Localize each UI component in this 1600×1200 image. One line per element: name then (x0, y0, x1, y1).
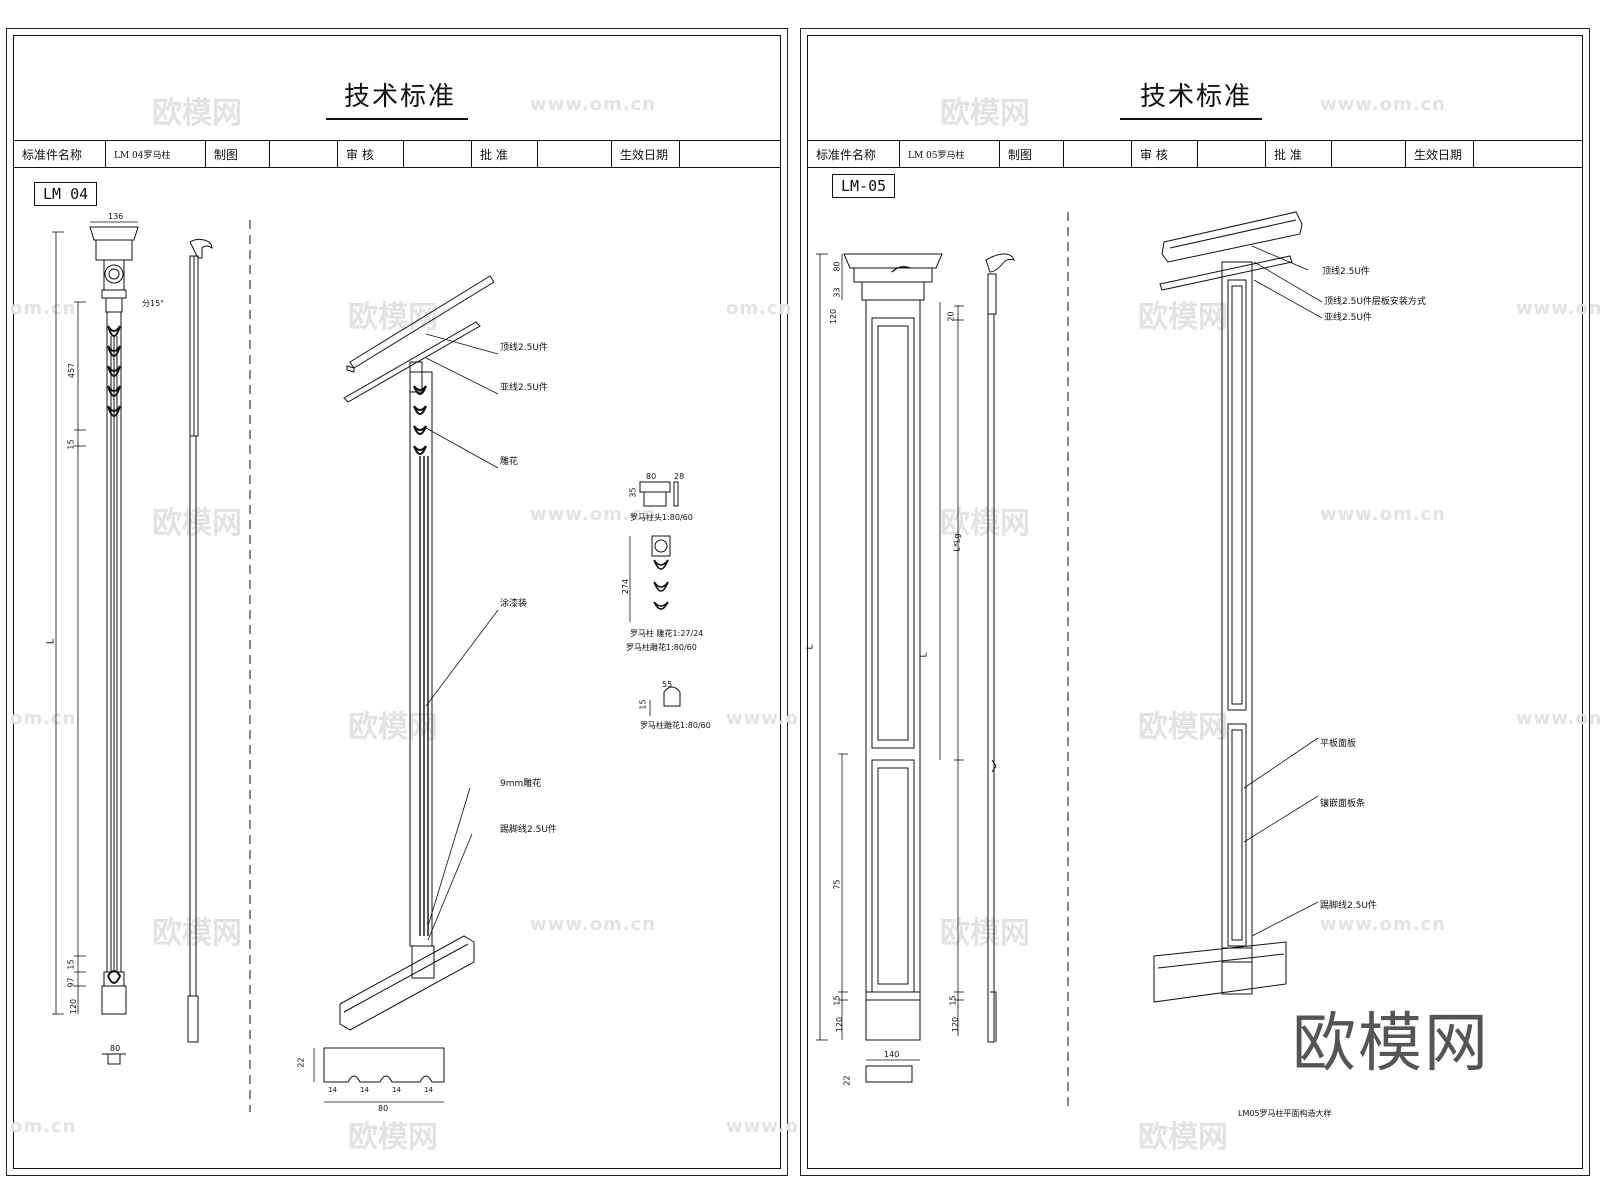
dim-label: 14 (328, 1086, 337, 1094)
sheet-title: 技术标准 (344, 82, 457, 112)
header-cell-review-value (1198, 141, 1266, 167)
dim-label: 80 (646, 472, 657, 481)
callout-label: 顶线2.5U件 (1322, 267, 1370, 277)
sheet-title: 技术标准 (1140, 82, 1253, 112)
drawing-sheet-lm05: 技术标准 标准件名称 LM 05罗马柱 制图 审 核 批 准 生效日期 LM-0… (800, 28, 1600, 1176)
header-cell-review-label: 审 核 (1132, 141, 1198, 167)
dim-label: 55 (662, 680, 673, 689)
dim-label: 15 (638, 699, 648, 710)
header-cell-name-value: LM 04罗马柱 (106, 141, 206, 167)
dim-label: 15 (66, 959, 76, 970)
header-cell-draw-value (270, 141, 338, 167)
dim-label: 分15° (142, 299, 165, 308)
column-side-profile (985, 253, 1015, 1043)
detail-drawings (629, 481, 681, 716)
brand-logo-watermark: 欧模网 (1292, 1007, 1490, 1081)
dimension-lines (816, 253, 920, 1061)
bottom-profile-detail (313, 1047, 445, 1103)
dim-label: 457 (67, 362, 77, 379)
dim-label: 120 (835, 1016, 845, 1033)
dim-label: 140 (884, 1050, 900, 1059)
column-front-elevation (843, 253, 943, 1083)
title-block-row: 标准件名称 LM 05罗马柱 制图 审 核 批 准 生效日期 (808, 140, 1582, 168)
dim-label: 14 (360, 1086, 369, 1094)
dim-label: 28 (674, 472, 685, 481)
column-side-profile (187, 238, 213, 1043)
header-cell-effective-label: 生效日期 (612, 141, 680, 167)
dim-label: 75 (832, 879, 842, 890)
header-cell-review-label: 审 核 (338, 141, 404, 167)
dim-label: 120 (829, 308, 839, 325)
detail-caption: 罗马柱雕花1:80/60 (626, 643, 697, 652)
header-cell-effective-label: 生效日期 (1406, 141, 1474, 167)
detail-caption: 罗马柱雕花1:80/60 (640, 721, 711, 730)
callout-label: 顶线2.5U件层板安装方式 (1324, 297, 1426, 307)
callout-leaders (1243, 245, 1323, 937)
header-cell-approve-label: 批 准 (1266, 141, 1332, 167)
header-cell-draw-label: 制图 (1000, 141, 1064, 167)
callout-label: 亚线2.5U件 (1324, 313, 1372, 323)
dim-label: L*Lg (952, 533, 962, 552)
dim-label: L (45, 638, 57, 645)
lm04-drawing (52, 220, 681, 1112)
dim-label: L (919, 652, 930, 658)
isometric-column (339, 275, 495, 1031)
footer-note: LM05罗马柱平面构造大样 (1238, 1109, 1332, 1118)
dim-label: 35 (628, 487, 638, 498)
dim-label: 80 (832, 261, 842, 272)
header-cell-review-value (404, 141, 472, 167)
callout-label: 平板面板 (1320, 739, 1357, 749)
callout-label: 亚线2.5U件 (500, 383, 548, 393)
dim-label: 274 (621, 578, 631, 595)
dim-label: 15 (948, 995, 958, 1006)
dim-label: 80 (110, 1044, 121, 1053)
header-cell-draw-value (1064, 141, 1132, 167)
callout-label: 雕花 (500, 457, 519, 467)
title-underline (326, 118, 468, 120)
dim-label: 15 (66, 439, 76, 450)
drawing-sheet-lm04: 技术标准 标准件名称 LM 04罗马柱 制图 审 核 批 准 生效日期 LM 0… (6, 28, 851, 1176)
dim-label: 14 (392, 1086, 401, 1094)
dim-label: L (805, 644, 816, 650)
callout-leaders (425, 333, 499, 941)
header-cell-approve-value (538, 141, 612, 167)
title-underline (1120, 118, 1262, 120)
callout-label: 踢脚线2.5U件 (1320, 901, 1377, 911)
header-cell-name-label: 标准件名称 (808, 141, 900, 167)
header-cell-name-value: LM 05罗马柱 (900, 141, 1000, 167)
dim-label: 15 (832, 995, 842, 1006)
detail-caption: 罗马柱 雕花1:27/24 (630, 629, 704, 638)
callout-label: 镶嵌面板条 (1320, 799, 1366, 809)
header-cell-approve-label: 批 准 (472, 141, 538, 167)
title-block-row: 标准件名称 LM 04罗马柱 制图 审 核 批 准 生效日期 (14, 140, 780, 168)
dim-label: 14 (424, 1086, 433, 1094)
header-cell-draw-label: 制图 (206, 141, 270, 167)
column-front-elevation (89, 226, 139, 1065)
callout-label: 涂漆装 (500, 599, 528, 609)
isometric-column (1153, 211, 1303, 1003)
dim-label: 20 (946, 311, 956, 322)
part-code-box: LM-05 (832, 174, 896, 198)
dim-label: 22 (296, 1057, 306, 1068)
sheet-frame: 技术标准 标准件名称 LM 05罗马柱 制图 审 核 批 准 生效日期 LM-0… (805, 35, 1600, 1169)
lm05-drawing (816, 211, 1323, 1106)
header-cell-approve-value (1332, 141, 1406, 167)
dim-label: 120 (951, 1016, 961, 1033)
part-code-box: LM 04 (34, 182, 98, 206)
callout-label: 顶线2.5U件 (500, 343, 548, 353)
dim-label: 97 (66, 977, 76, 988)
dim-label: 120 (69, 998, 79, 1015)
callout-label: 9mm雕花 (500, 779, 542, 789)
dim-label: 22 (842, 1075, 852, 1086)
dim-label: 136 (108, 212, 124, 221)
callout-label: 踢脚线2.5U件 (500, 825, 557, 835)
detail-caption: 罗马柱头1:80/60 (630, 513, 693, 522)
dim-label: 80 (378, 1104, 389, 1113)
sheet-frame: 技术标准 标准件名称 LM 04罗马柱 制图 审 核 批 准 生效日期 LM 0… (10, 35, 851, 1169)
header-cell-name-label: 标准件名称 (14, 141, 106, 167)
dim-label: 33 (832, 287, 842, 298)
center-dimension-lines (939, 302, 964, 1036)
dimension-line-left (52, 221, 138, 1015)
